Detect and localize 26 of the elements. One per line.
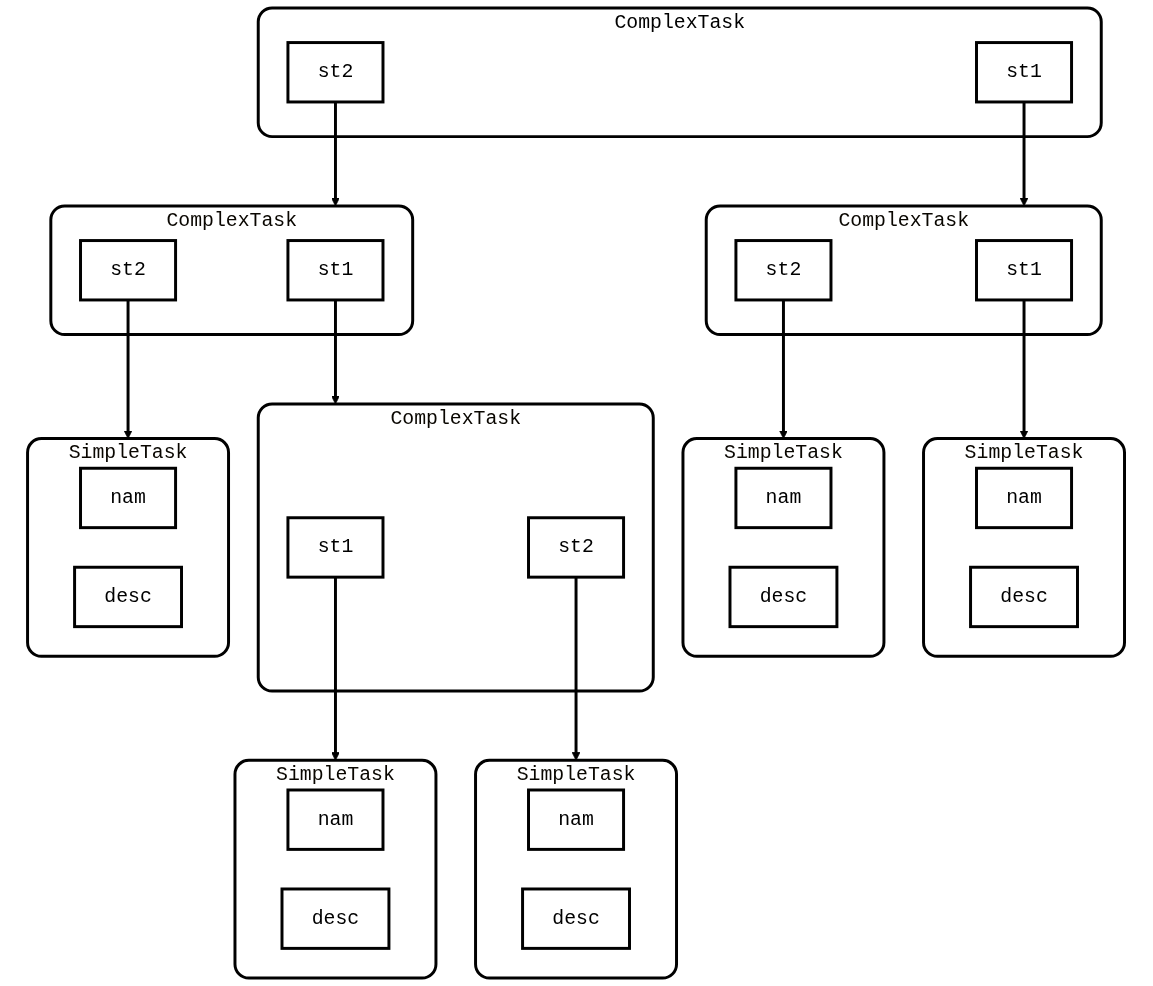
arrow [124, 299, 133, 439]
node-box: st2 [734, 239, 833, 302]
node-box: st2 [79, 239, 178, 302]
node-box: st1 [286, 516, 385, 579]
node-box: desc [728, 565, 839, 629]
arrow [779, 299, 789, 439]
node-box: st2 [527, 516, 626, 579]
arrow [1020, 101, 1029, 207]
node-box: nam [734, 466, 833, 530]
node-box: desc [73, 565, 184, 629]
node-box: desc [969, 565, 1080, 629]
node-box: nam [286, 788, 385, 851]
node-box: st2 [286, 41, 385, 104]
arrow [331, 577, 341, 761]
node-box: desc [521, 887, 632, 950]
node-box: st1 [975, 239, 1074, 302]
arrow [1020, 299, 1029, 439]
node-box: nam [975, 466, 1074, 530]
node-box: desc [280, 887, 391, 950]
arrow [331, 101, 341, 207]
node-box: st1 [975, 41, 1074, 104]
node-box: st1 [286, 239, 385, 302]
arrow [331, 299, 341, 405]
node-box: nam [527, 788, 626, 851]
arrow [572, 577, 581, 761]
node-box: nam [79, 466, 178, 530]
